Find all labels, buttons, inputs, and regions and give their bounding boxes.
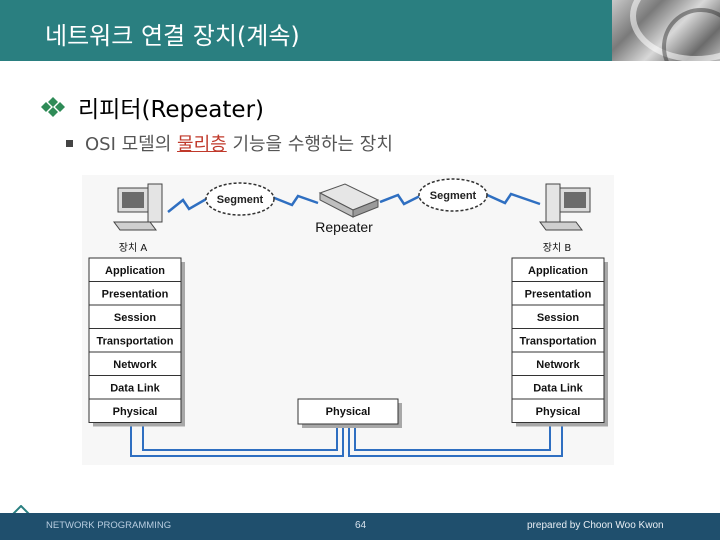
footer-bar [0, 513, 720, 540]
computer-a-icon [113, 183, 163, 231]
repeater-device-icon [318, 183, 380, 218]
corner-decoration-image [612, 0, 720, 61]
sub-text-highlight: 물리층 [177, 134, 227, 155]
segment-cloud-right: Segment [418, 178, 488, 212]
footer-author: prepared by Choon Woo Kwon [527, 520, 664, 531]
computer-b-icon [539, 183, 591, 231]
layer-label-b-2: Session [537, 312, 579, 324]
layer-label-b-5: Data Link [533, 383, 583, 395]
osi-stack-b: ApplicationPresentationSessionTransporta… [511, 257, 608, 427]
layer-label-b-0: Application [528, 265, 588, 277]
layer-label-b-6: Physical [536, 406, 581, 418]
repeater-physical-label: Physical [326, 406, 371, 418]
diamond-bullet-icon [41, 97, 65, 117]
device-a-label: 장치 A [119, 242, 148, 254]
layer-box-a-6 [88, 398, 182, 423]
layer-label-a-6: Physical [113, 406, 158, 418]
sub-bullet: OSI 모델의 물리층 기능을 수행하는 장치 [66, 130, 393, 156]
cable-path-outer [142, 424, 551, 451]
link-left-outer [167, 196, 209, 213]
footer-course-name: NETWORK PROGRAMMING [46, 520, 172, 531]
layer-label-a-5: Data Link [110, 383, 160, 395]
osi-stack-a: ApplicationPresentationSessionTransporta… [88, 257, 185, 427]
layer-label-a-3: Transportation [96, 336, 173, 348]
square-bullet-icon [66, 139, 73, 147]
title-bar: 네트워크 연결 장치(계속) [0, 0, 612, 61]
layer-label-b-3: Transportation [519, 336, 596, 348]
layer-label-a-2: Session [114, 312, 156, 324]
segment-left-label: Segment [217, 194, 264, 206]
link-right-inner [379, 193, 423, 206]
sub-text-prefix: OSI 모델의 [85, 134, 178, 155]
device-b-label: 장치 B [543, 242, 572, 254]
sub-text-suffix: 기능을 수행하는 장치 [226, 134, 393, 155]
segment-right-label: Segment [430, 190, 477, 202]
repeater-label: Repeater [315, 219, 373, 235]
slide-heading: 리피터(Repeater) [78, 97, 264, 123]
link-left-inner [271, 194, 319, 207]
layer-label-a-1: Presentation [102, 289, 169, 301]
layer-label-b-1: Presentation [525, 289, 592, 301]
repeater-physical-layer: Physical [297, 398, 402, 428]
layer-label-a-0: Application [105, 265, 165, 277]
cable-path-inner [130, 424, 563, 457]
link-right-outer [484, 192, 541, 206]
footer-page-number: 64 [355, 520, 367, 531]
layer-label-b-4: Network [536, 359, 580, 371]
layer-box-b-6 [511, 398, 605, 423]
slide-title: 네트워크 연결 장치(계속) [45, 22, 300, 50]
segment-cloud-left: Segment [205, 182, 275, 216]
heading-bullet: 리피터(Repeater) [40, 90, 264, 124]
layer-label-a-4: Network [113, 359, 157, 371]
